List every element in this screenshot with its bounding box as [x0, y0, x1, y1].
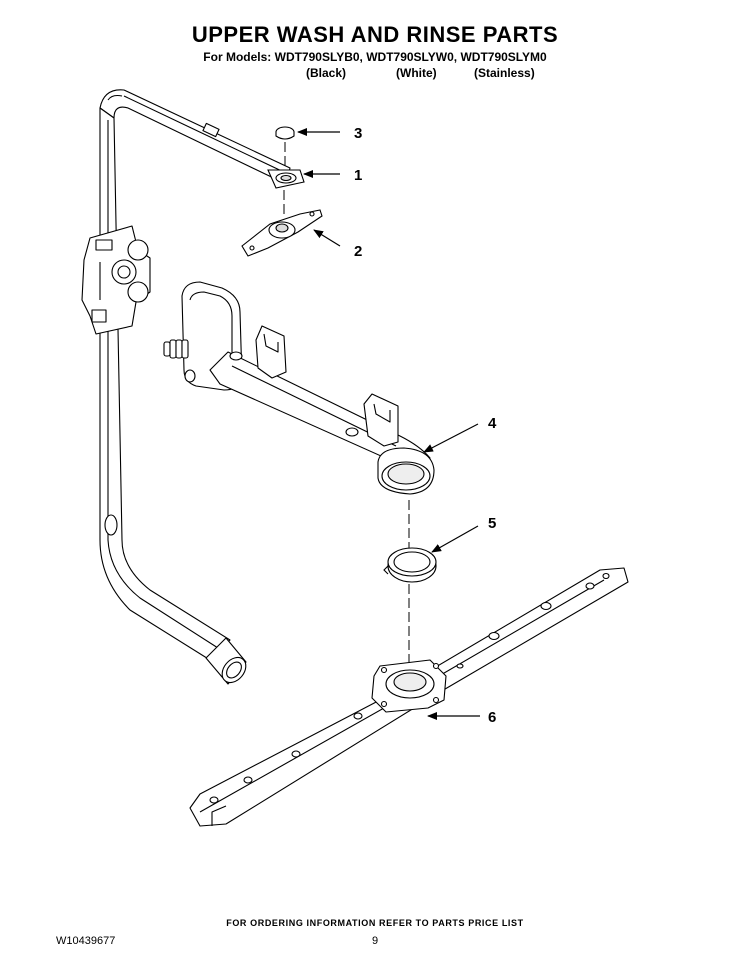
- part-3-cap: [275, 126, 295, 140]
- part-6-spray-arm: [189, 567, 629, 827]
- part-2-small-spray-arm: [241, 209, 323, 257]
- callout-1: 1: [354, 167, 362, 184]
- variant-white: (White): [396, 66, 437, 80]
- alignment-lines: [283, 142, 410, 662]
- callout-6: 6: [488, 709, 496, 726]
- document-number: W10439677: [56, 935, 116, 947]
- page-title: UPPER WASH AND RINSE PARTS: [191, 22, 559, 47]
- page-number: 9: [371, 935, 379, 947]
- part-5-bearing-ring: [383, 547, 437, 583]
- callout-4: 4: [488, 415, 497, 432]
- callout-5: 5: [488, 515, 496, 532]
- callout-2: 2: [354, 243, 362, 260]
- part-1-hub: [267, 169, 305, 189]
- variant-stainless: (Stainless): [474, 66, 535, 80]
- ordering-note: FOR ORDERING INFORMATION REFER TO PARTS …: [226, 918, 524, 928]
- callout-leaders: [297, 128, 480, 720]
- variant-black: (Black): [306, 66, 347, 80]
- part-4-conduit: [163, 281, 435, 495]
- models-line: For Models: WDT790SLYB0, WDT790SLYW0, WD…: [203, 50, 547, 64]
- callout-3: 3: [354, 125, 362, 142]
